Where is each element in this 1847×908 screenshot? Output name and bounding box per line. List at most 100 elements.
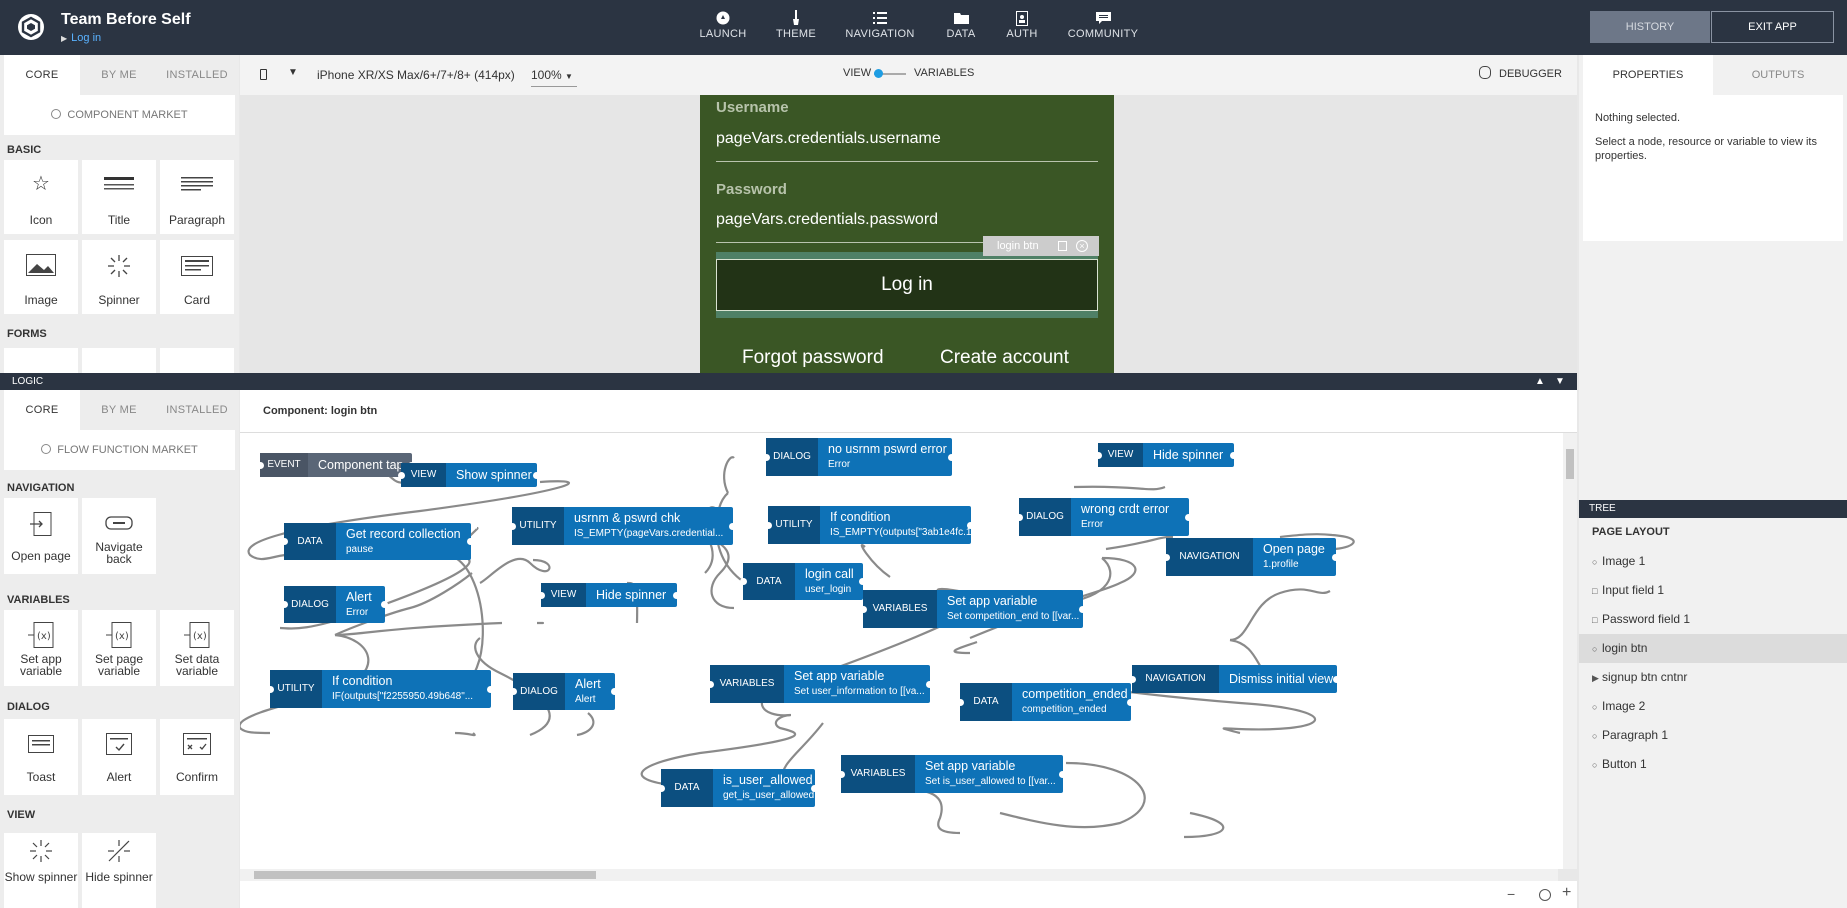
nav-theme[interactable]: THEME [771,8,821,48]
tree-item[interactable]: ○Image 2 [1579,692,1847,721]
tile-paragraph[interactable]: Paragraph [160,160,234,234]
close-icon[interactable]: × [1076,240,1088,252]
flow-node-port-in[interactable] [257,461,264,469]
nav-community[interactable]: COMMUNITY [1067,8,1139,48]
login-button[interactable]: Log in [716,259,1098,311]
tree-item[interactable]: ▶signup btn cntnr [1579,663,1847,692]
flow-node-port-out[interactable] [948,453,955,461]
flow-node-port-in[interactable] [740,578,747,585]
flow-node-port-out[interactable] [673,591,680,599]
flow-node-port-in[interactable] [707,680,714,688]
flow-node-port-in[interactable] [957,698,964,706]
tile-form-1[interactable] [4,348,78,373]
tile-set-page-variable[interactable]: (x) Set page variable [82,610,156,686]
tile-spinner[interactable]: Spinner [82,240,156,314]
tab-outputs[interactable]: OUTPUTS [1751,69,1805,81]
nav-navigation[interactable]: NAVIGATION [842,8,918,48]
exit-app-button[interactable]: EXIT APP [1711,11,1834,43]
flow-node-port-out[interactable] [1079,605,1086,613]
horizontal-scroll-thumb[interactable] [254,871,596,879]
logic-tab-installed[interactable]: INSTALLED [166,404,228,416]
tile-icon[interactable]: ☆ Icon [4,160,78,234]
tile-alert[interactable]: Alert [82,719,156,795]
tree-item[interactable]: ○login btn [1579,634,1847,663]
tile-card[interactable]: Card [160,240,234,314]
logic-tab-core[interactable]: CORE [4,390,80,430]
flow-node-port-in[interactable] [281,538,288,545]
flow-node-port-out[interactable] [1332,553,1339,561]
tile-toast[interactable]: Toast [4,719,78,795]
flow-node-port-out[interactable] [467,538,474,545]
tab-core[interactable]: CORE [4,55,80,95]
flow-function-market-search[interactable]: FLOW FUNCTION MARKET [4,430,235,470]
flow-node-port-out[interactable] [611,688,618,695]
flow-node-port-out[interactable] [533,471,540,479]
flow-node-port-out[interactable] [381,601,388,608]
collapse-up-icon[interactable]: ▲ [1535,376,1545,387]
flow-node-port-in[interactable] [658,784,665,792]
flow-node-port-out[interactable] [1230,451,1237,459]
logic-tab-by-me[interactable]: BY ME [101,404,137,416]
flow-node-port-in[interactable] [860,605,867,613]
flow-node-port-in[interactable] [538,591,545,599]
flow-node-port-out[interactable] [487,685,494,693]
tile-hide-spinner[interactable]: Hide spinner [82,833,156,908]
flow-node-port-out[interactable] [1333,675,1340,683]
tab-installed[interactable]: INSTALLED [166,69,228,81]
zoom-in-icon[interactable]: + [1562,884,1572,901]
create-account-link[interactable]: Create account [940,347,1069,368]
tile-set-app-variable[interactable]: (x) Set app variable [4,610,78,686]
flow-node-port-in[interactable] [1163,553,1170,561]
zoom-out-icon[interactable]: − [1507,886,1516,902]
nav-data[interactable]: DATA [940,8,982,48]
tree-item[interactable]: ○Image 1 [1579,547,1847,576]
tab-properties[interactable]: PROPERTIES [1583,55,1713,95]
flow-node-port-in[interactable] [510,688,517,695]
flow-node-port-in[interactable] [763,453,770,461]
expand-down-icon[interactable]: ▼ [1555,376,1565,387]
flow-node-port-in[interactable] [398,471,405,479]
tile-image[interactable]: Image [4,240,78,314]
zoom-select[interactable]: 100% ▼ [531,63,577,87]
flow-node-port-out[interactable] [1059,770,1066,778]
flow-node-port-out[interactable] [926,680,933,688]
tile-set-data-variable[interactable]: (x) Set data variable [160,610,234,686]
flow-node-port-in[interactable] [509,522,516,530]
tree-item[interactable]: ○Button 1 [1579,750,1847,779]
tree-item[interactable]: □Input field 1 [1579,576,1847,605]
forgot-password-link[interactable]: Forgot password [742,347,884,368]
flow-node-port-out[interactable] [1127,698,1134,706]
debugger-button[interactable]: DEBUGGER [1499,68,1562,80]
nav-auth[interactable]: AUTH [1003,8,1041,48]
tile-form-3[interactable] [160,348,234,373]
phone-icon[interactable] [260,69,267,80]
flow-node-port-in[interactable] [1095,451,1102,459]
flow-node-port-in[interactable] [281,601,288,608]
flow-node-port-out[interactable] [967,521,974,529]
canvas-vertical-scrollbar[interactable] [1563,433,1577,869]
flow-node-port-in[interactable] [267,685,274,693]
tree-item[interactable]: □Password field 1 [1579,605,1847,634]
flow-node-port-out[interactable] [859,578,866,585]
copy-icon[interactable] [1058,241,1067,251]
component-market-search[interactable]: COMPONENT MARKET [4,95,235,135]
tile-title[interactable]: Title [82,160,156,234]
password-field[interactable]: pageVars.credentials.password [716,211,939,228]
tab-by-me[interactable]: BY ME [101,69,137,81]
